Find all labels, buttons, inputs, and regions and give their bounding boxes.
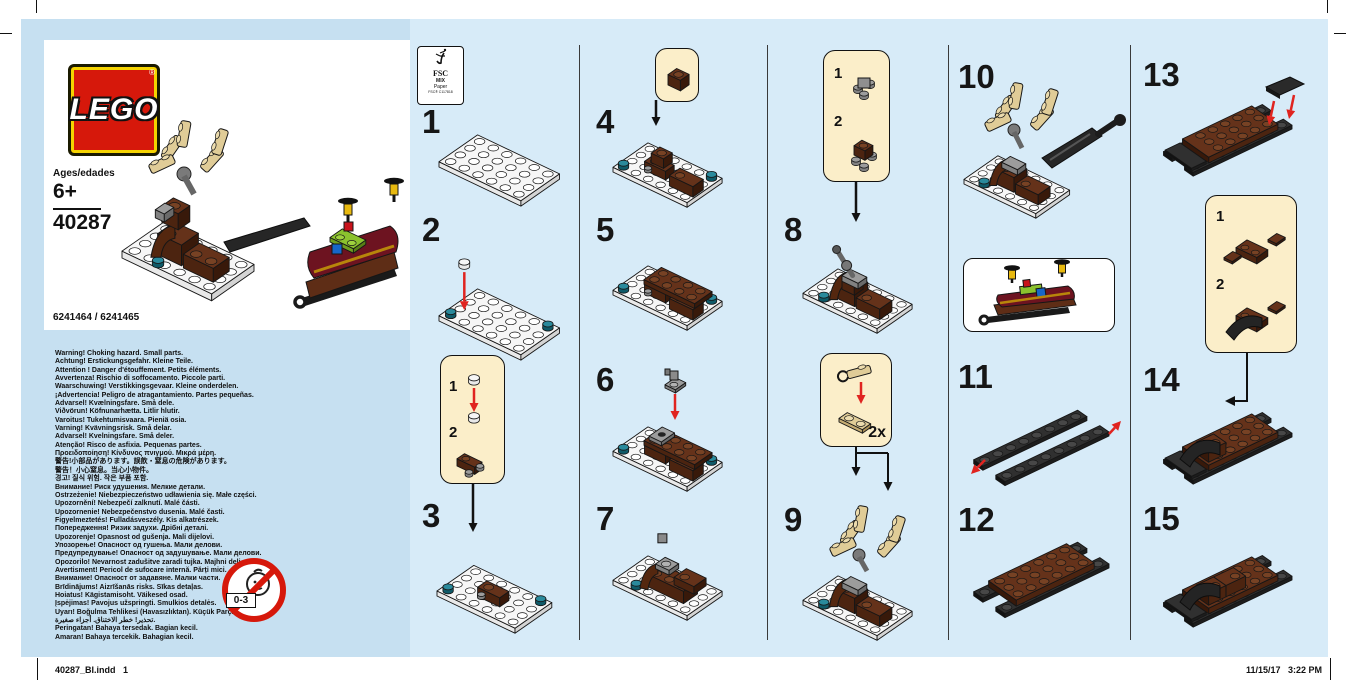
- step-5-diagram: [612, 265, 723, 331]
- callout-substep-2: 2: [1216, 276, 1225, 293]
- fsc-title: FSC: [432, 69, 449, 78]
- column-divider: [767, 45, 768, 640]
- age-0-3-prohibition-symbol: 0-3: [221, 557, 287, 623]
- step-15-diagram: [1163, 555, 1293, 628]
- column-divider: [948, 45, 949, 640]
- step-11-number: 11: [958, 358, 993, 395]
- step-1-diagram: [438, 134, 560, 207]
- step-3-number: 3: [422, 497, 441, 534]
- step-10-number: 10: [958, 58, 995, 95]
- callout-substep-1: 1: [1216, 208, 1225, 225]
- fsc-paper: Paper: [433, 84, 448, 90]
- multilingual-choking-warnings: Warning! Choking hazard. Small parts.Ach…: [55, 350, 262, 641]
- product-info-card: LEGO ® Ages/edades 6+ 40287 6241464 / 62…: [44, 40, 410, 330]
- age-recommendation: 6+: [53, 180, 77, 203]
- lego-logo-text: LEGO: [69, 93, 159, 126]
- step-14-parts-callout: 1 2: [1205, 195, 1297, 353]
- column-divider: [1130, 45, 1131, 640]
- callout-parts-diagram: [456, 374, 485, 478]
- product-photo-reindeer-sleigh: [121, 120, 404, 309]
- step-2-diagram: [438, 258, 560, 361]
- step-4-number: 4: [596, 103, 615, 140]
- step-15-number: 15: [1143, 500, 1180, 537]
- step-10-diagram: [963, 82, 1126, 219]
- registered-mark: ®: [149, 68, 155, 77]
- callout-parts-diagram: [837, 364, 872, 434]
- crop-mark-top-left-v: [36, 0, 37, 13]
- step-9-diagram: [802, 447, 913, 641]
- fsc-tree-icon: [435, 48, 447, 65]
- step-14-diagram: [1163, 353, 1293, 485]
- print-timestamp: 11/15/17 3:22 PM: [1245, 665, 1322, 675]
- callout-substep-1: 1: [834, 65, 843, 82]
- instruction-page: LEGO ® Ages/edades 6+ 40287 6241464 / 62…: [21, 19, 1328, 657]
- step-8-parts-callout: 1 2: [823, 50, 890, 182]
- fsc-certification-label: FSC MIX Paper FSC® C117818: [417, 46, 464, 105]
- callout-parts-diagram: [1223, 233, 1286, 341]
- callout-substep-2: 2: [834, 113, 843, 130]
- crop-mark-bottom-left-v: [37, 658, 38, 680]
- step-3-parts-callout: 1 2: [440, 355, 505, 484]
- callout-substep-1: 1: [449, 378, 458, 395]
- crop-mark-top-right-v: [1327, 0, 1328, 13]
- step-12-number: 12: [958, 501, 995, 538]
- age-divider-rule: [53, 208, 101, 210]
- step-14-number: 14: [1143, 361, 1180, 398]
- set-number: 40287: [53, 211, 112, 234]
- step-6-number: 6: [596, 361, 615, 398]
- step-12-diagram: [973, 541, 1110, 619]
- step-6-diagram: [612, 368, 723, 492]
- quantity-label: 2x: [868, 424, 886, 441]
- step-3-diagram: [436, 484, 553, 634]
- step-13-number: 13: [1143, 56, 1180, 93]
- step-9-parts-callout: 2x: [820, 353, 892, 447]
- callout-parts-diagram: [667, 68, 690, 92]
- crop-mark-top-right-h: [1334, 33, 1346, 34]
- step-1-number: 1: [422, 103, 441, 140]
- step-2-number: 2: [422, 211, 441, 248]
- step-9-number: 9: [784, 501, 803, 538]
- fsc-mix: MIX: [436, 78, 445, 84]
- step-11-diagram: [971, 409, 1121, 487]
- crop-mark-bottom-right-v: [1330, 658, 1331, 680]
- item-numbers: 6241464 / 6241465: [53, 312, 140, 323]
- step-13-diagram: [1163, 76, 1306, 177]
- step-8-number: 8: [784, 211, 803, 248]
- finished-sleigh-thumbnail: [978, 259, 1077, 326]
- callout-substep-2: 2: [449, 424, 458, 441]
- step-4-part-callout: [655, 48, 699, 102]
- step-4-diagram: [612, 100, 723, 208]
- ages-label: Ages/edades: [53, 168, 115, 179]
- column-divider: [579, 45, 580, 640]
- step-7-diagram: [612, 533, 723, 621]
- lego-logo: LEGO ®: [68, 64, 160, 156]
- finished-sleigh-inset: [963, 258, 1115, 332]
- crop-mark-top-left-h: [0, 33, 12, 34]
- step-7-number: 7: [596, 500, 615, 537]
- step-8-diagram: [802, 182, 913, 334]
- prohibition-circle-icon: [222, 558, 286, 622]
- fsc-cert-code: FSC® C117818: [428, 90, 453, 94]
- print-file-name: 40287_BI.indd 1: [55, 665, 129, 675]
- step-5-number: 5: [596, 211, 615, 248]
- age-range-label: 0-3: [226, 593, 256, 608]
- callout-parts-diagram: [851, 77, 877, 172]
